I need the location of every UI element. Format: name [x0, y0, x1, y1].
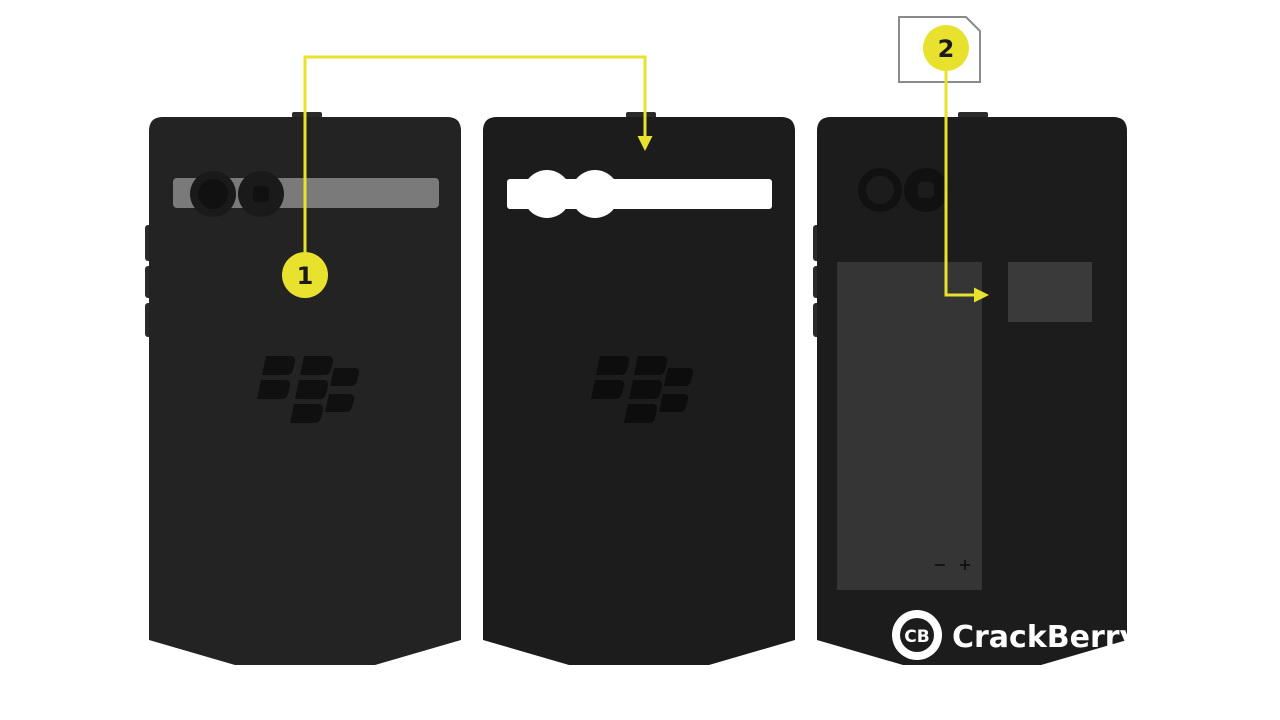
crackberry-watermark: CB CrackBerry [892, 610, 1140, 660]
step-2-badge: 2 [923, 25, 969, 71]
top-button [292, 112, 322, 118]
camera-cutout [507, 170, 772, 218]
battery-plus-label: + [958, 555, 971, 574]
phone-back-cover-removed [483, 112, 795, 665]
arrow-step1 [303, 55, 653, 252]
top-button [958, 112, 988, 118]
blackberry-logo-icon [257, 356, 360, 423]
blackberry-logo-icon [591, 356, 694, 423]
top-button [626, 112, 656, 118]
battery [837, 262, 982, 590]
step-2-number: 2 [938, 35, 955, 63]
crackberry-logo-letters: CB [904, 627, 929, 647]
phone-back-with-cover [145, 112, 461, 665]
step-1-number: 1 [297, 262, 314, 290]
phone-internal-sim: − + [813, 112, 1127, 665]
step-1-badge: 1 [282, 252, 328, 298]
sim-slot [1008, 262, 1092, 322]
arrow-step2 [944, 70, 989, 303]
battery-minus-label: − [933, 555, 946, 574]
crackberry-brand-text: CrackBerry [952, 620, 1140, 655]
